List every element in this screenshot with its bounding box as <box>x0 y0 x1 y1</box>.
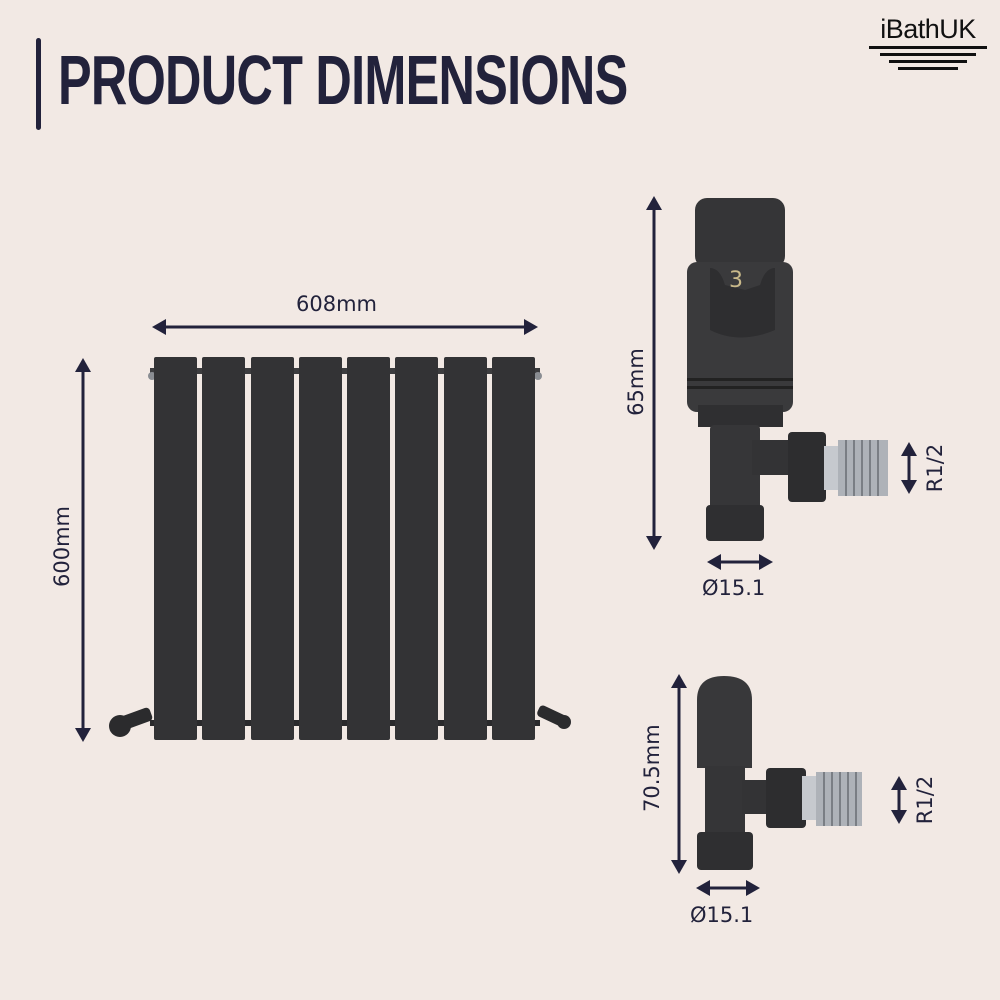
angled-thread-label: R1/2 <box>913 775 937 825</box>
angled-diameter-label: Ø15.1 <box>690 903 754 927</box>
angled-height-label: 70.5mm <box>640 724 664 812</box>
page-title: PRODUCT DIMENSIONS <box>58 41 628 119</box>
title-accent-bar <box>36 38 41 130</box>
logo-underline-4 <box>898 67 958 70</box>
logo-underline-3 <box>889 60 967 63</box>
logo-underline-1 <box>869 46 987 49</box>
logo-underline-2 <box>880 53 976 56</box>
trv-diameter-label: Ø15.1 <box>702 576 766 600</box>
trv-dial-number: 3 <box>729 268 743 293</box>
radiator-width-label: 608mm <box>296 292 377 316</box>
logo-text: iBathUK <box>880 14 976 44</box>
brand-logo: iBathUK <box>866 14 990 74</box>
